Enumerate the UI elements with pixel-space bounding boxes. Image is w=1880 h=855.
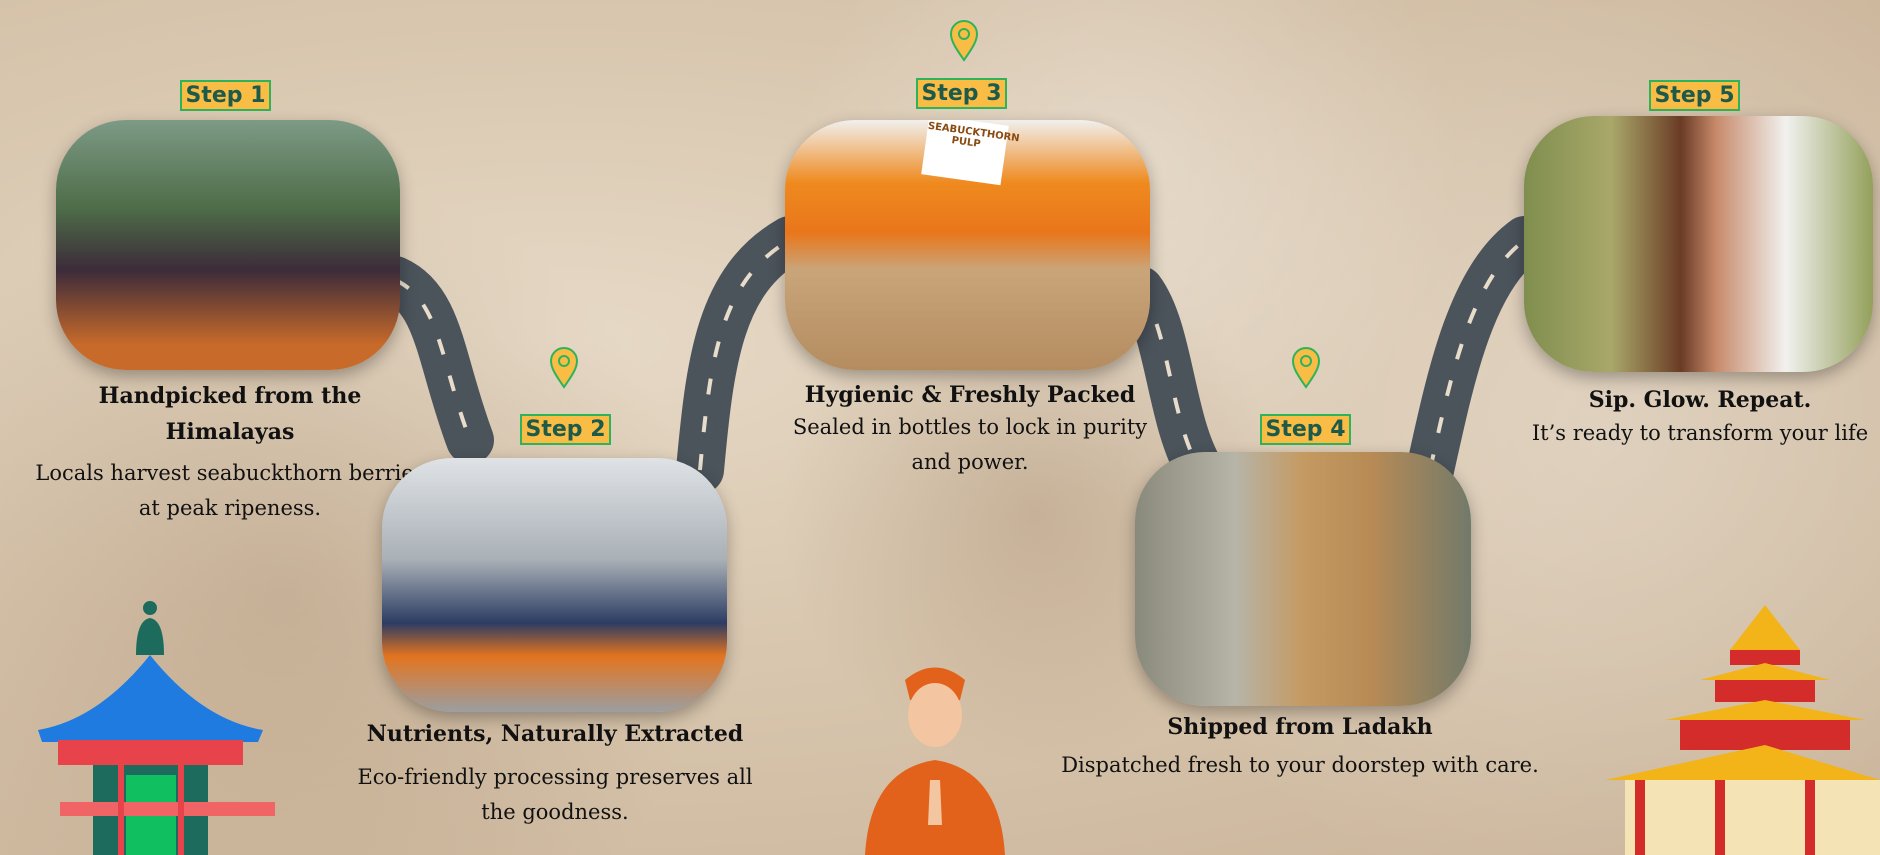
- step-2-title: Nutrients, Naturally Extracted: [366, 721, 744, 747]
- step-3-packing-image: SEABUCKTHORN PULP: [785, 120, 1150, 370]
- golden-pagoda-illustration: [1605, 605, 1880, 855]
- step-3-badge: Step 3: [916, 78, 1007, 109]
- bottle-label: SEABUCKTHORN PULP: [921, 120, 1020, 186]
- step-1-badge: Step 1: [180, 80, 271, 111]
- step-4-desc: Dispatched fresh to your doorstep with c…: [1061, 753, 1539, 777]
- location-pin-icon: [549, 347, 579, 389]
- step-2-processing-image: [382, 458, 727, 712]
- step-4-badge: Step 4: [1260, 414, 1351, 445]
- step-2-desc: Eco-friendly processing preserves all th…: [357, 765, 753, 824]
- step-3-title: Hygienic & Freshly Packed: [804, 382, 1136, 408]
- step-5-badge: Step 5: [1649, 80, 1740, 111]
- blue-pagoda-illustration: [38, 601, 275, 855]
- step-4-title: Shipped from Ladakh: [1167, 714, 1433, 740]
- location-pin-icon: [1291, 347, 1321, 389]
- step-1-title: Handpicked from the Himalayas: [98, 383, 362, 445]
- step-3-desc: Sealed in bottles to lock in purity and …: [792, 415, 1148, 474]
- step-1-desc: Locals harvest seabuckthorn berries at p…: [35, 461, 425, 520]
- monk-namaste-illustration: [865, 667, 1005, 855]
- step-5-woman-drinking-image: [1524, 116, 1873, 372]
- step-5-desc: It’s ready to transform your life: [1531, 421, 1869, 445]
- location-pin-icon: [949, 20, 979, 62]
- step-5-title: Sip. Glow. Repeat.: [1588, 387, 1812, 413]
- step-2-badge: Step 2: [520, 414, 611, 445]
- step-1-harvest-image: [56, 120, 400, 370]
- step-4-shipping-image: [1135, 452, 1471, 706]
